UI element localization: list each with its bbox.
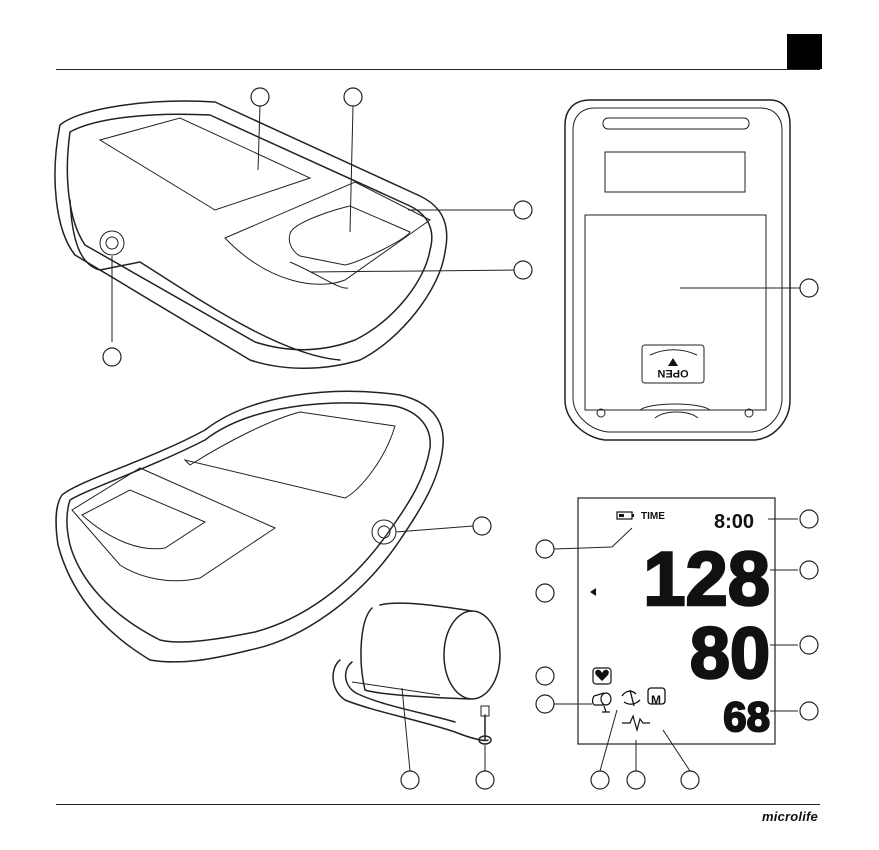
device-front-view [55,101,447,368]
systolic-value: 128 [643,537,770,622]
battery-cover-view [565,100,790,440]
device-rear-view [56,391,443,662]
display-window-rear [185,412,395,498]
cuff-socket [106,237,118,249]
time-label: TIME [641,511,665,522]
time-value: 8:00 [714,511,754,533]
cuff-illustration [333,603,500,744]
button-panel [225,182,430,284]
label-window [605,152,745,192]
open-label: OPEN [657,367,688,379]
pulse-value: 68 [723,693,770,740]
battery-compartment-lid [585,215,766,410]
diastolic-value: 80 [690,614,770,694]
start-button [289,206,410,265]
memory-symbol: M [651,693,661,707]
